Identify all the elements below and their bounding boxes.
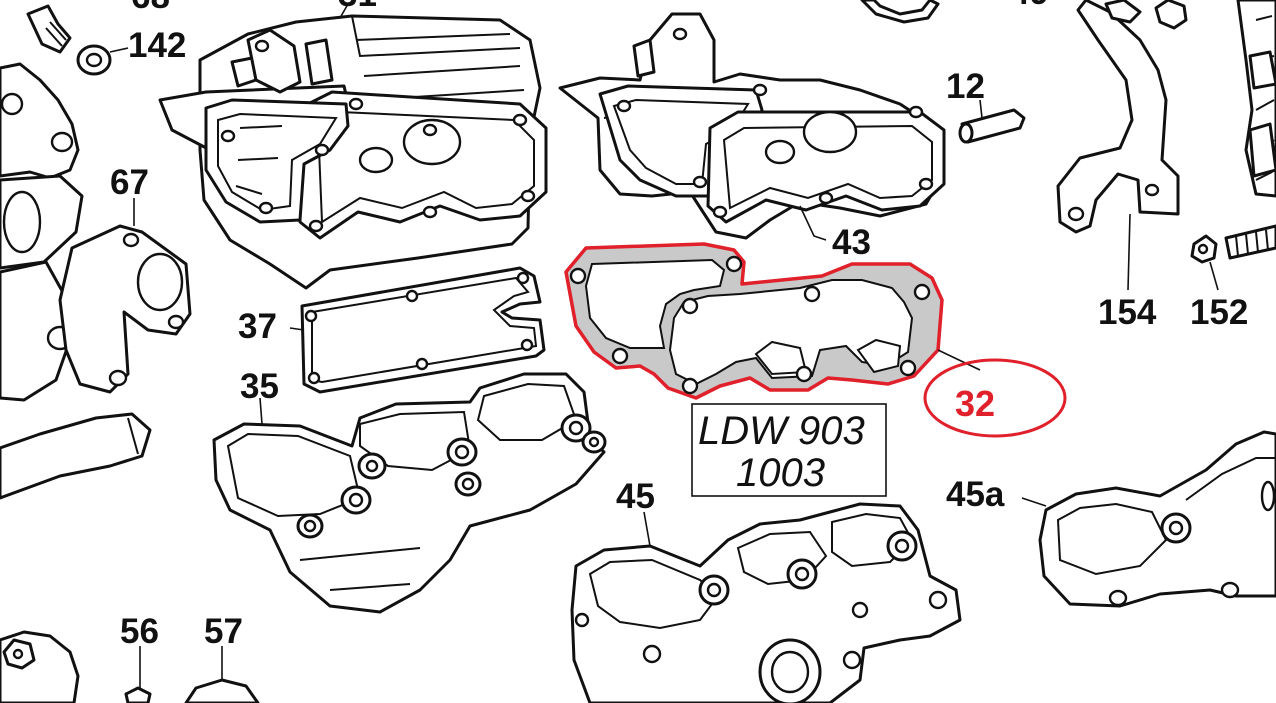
part-45a-manifold <box>1021 430 1276 608</box>
part-hose <box>0 412 152 500</box>
label-37: 37 <box>238 307 277 346</box>
part-67-flange <box>58 198 192 394</box>
label-152: 152 <box>1190 293 1248 332</box>
part-35-manifold <box>212 372 607 614</box>
label-68: 68 <box>131 0 170 16</box>
part-32-gasket-highlighted <box>564 242 981 400</box>
part-56 <box>124 646 152 703</box>
label-45a: 45a <box>946 475 1005 514</box>
part-left-housing-upper <box>0 62 84 402</box>
part-right-bracket <box>1236 0 1276 198</box>
part-57 <box>184 646 260 703</box>
part-154-bracket <box>1056 0 1188 291</box>
label-154: 154 <box>1098 293 1157 332</box>
label-142: 142 <box>128 26 186 65</box>
part-152-nut <box>1190 224 1276 291</box>
label-57: 57 <box>204 612 243 651</box>
label-32: 32 <box>955 383 995 424</box>
part-top-clip <box>860 0 940 24</box>
label-35: 35 <box>240 367 279 406</box>
label-56: 56 <box>120 612 159 651</box>
part-43-cylinder-head-cover <box>558 12 946 241</box>
label-31: 31 <box>338 0 377 14</box>
engine-model-box: LDW 903 1003 <box>691 403 887 497</box>
label-12: 12 <box>946 67 985 106</box>
part-bottom-left-cap <box>0 630 80 703</box>
engine-model-line1: LDW 903 <box>698 409 865 453</box>
label-45: 45 <box>616 477 655 516</box>
engine-model-line2: 1003 <box>736 451 825 495</box>
label-43: 43 <box>832 223 871 262</box>
part-37-gasket <box>289 266 546 394</box>
part-142-nut <box>76 44 129 76</box>
label-49: 49 <box>1010 0 1049 12</box>
part-31-cylinder-head-cover <box>158 3 548 290</box>
part-68-bolt <box>26 4 72 54</box>
label-67: 67 <box>110 163 149 202</box>
part-12-pin <box>958 99 1026 144</box>
part-45-manifold <box>570 502 962 703</box>
highlight-callout-32 <box>923 358 1067 438</box>
